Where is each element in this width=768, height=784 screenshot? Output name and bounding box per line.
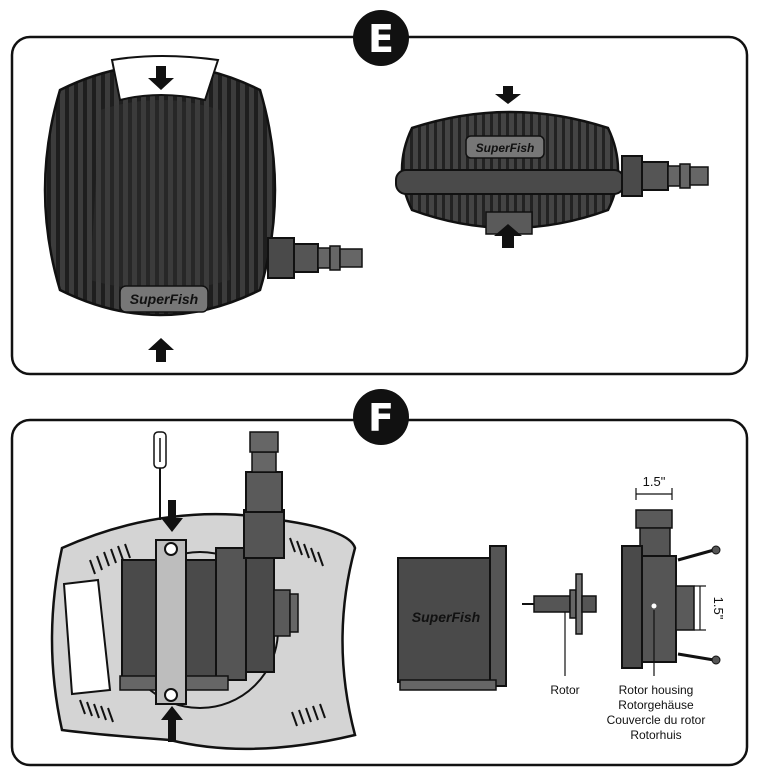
- dimension-lines: [635, 488, 706, 631]
- arrow-down-icon: [161, 500, 183, 532]
- rotor-housing: [621, 509, 695, 676]
- arrow-up-icon: [161, 706, 183, 742]
- pump-body-logo: SuperFish: [412, 609, 480, 625]
- cover-vents: [79, 537, 326, 727]
- screw-icon: [677, 545, 721, 562]
- pump-top-logo: SuperFish: [130, 291, 198, 307]
- arrow-down-icon: [495, 86, 521, 104]
- panel-e: E SuperFish SuperFish: [10, 10, 749, 376]
- mounting-strap: [155, 539, 187, 705]
- pump-side-logo: SuperFish: [476, 141, 535, 155]
- dimension-height-label: 1.5": [711, 597, 726, 620]
- screwdriver-icon: [153, 431, 167, 520]
- panel-f-badge-letter: F: [368, 396, 394, 440]
- rotor-housing-label-nl: Rotorhuis: [630, 728, 681, 742]
- rotor-housing-label-en: Rotor housing: [619, 683, 694, 697]
- rotor: [522, 573, 597, 676]
- pump-side-view: SuperFish: [395, 110, 709, 235]
- pump-top-view: SuperFish: [43, 55, 363, 317]
- rotor-housing-label-de: Rotorgehäuse: [618, 698, 694, 712]
- panel-e-badge-letter: E: [368, 17, 394, 61]
- panel-f-badge: [353, 389, 409, 445]
- pump-body: SuperFish: [397, 545, 507, 691]
- panel-e-badge: [353, 10, 409, 66]
- rotor-label: Rotor: [550, 683, 579, 697]
- arrow-down-icon: [148, 66, 174, 90]
- arrow-up-icon: [494, 224, 522, 248]
- rotor-housing-label-fr: Couvercle du rotor: [607, 713, 706, 727]
- screw-icon: [677, 652, 721, 665]
- dimension-width-label: 1.5": [643, 474, 666, 489]
- arrow-up-icon: [148, 338, 174, 362]
- panel-f: F: [10, 389, 749, 767]
